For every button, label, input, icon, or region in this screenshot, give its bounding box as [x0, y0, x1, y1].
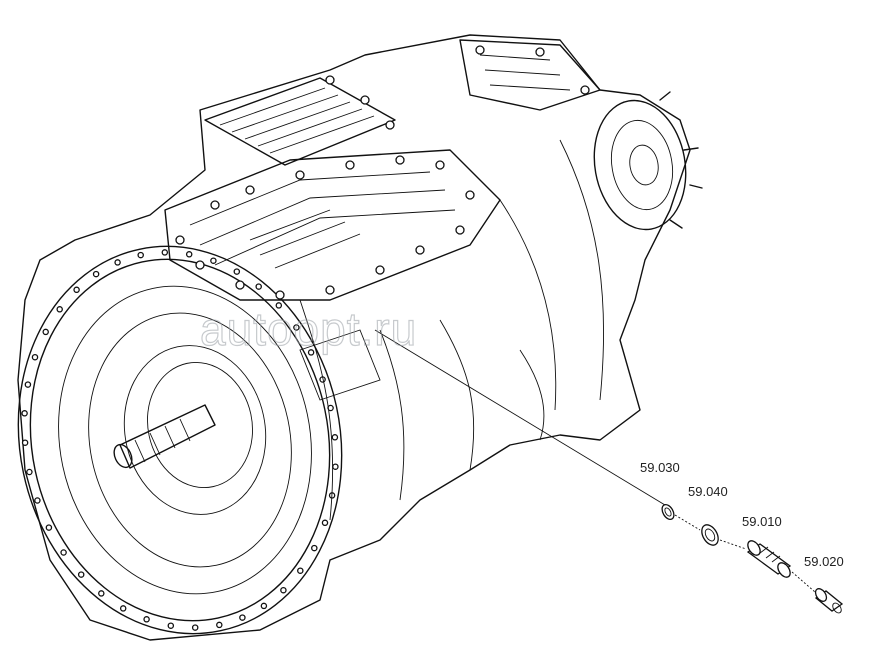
cover-bolt-head — [465, 190, 475, 200]
cover-bolt-head — [395, 155, 405, 165]
callout-59-030: 59.030 — [640, 460, 680, 475]
callout-59-020: 59.020 — [804, 554, 844, 569]
sealing-washer-icon — [701, 524, 719, 546]
bolt-head — [92, 270, 100, 278]
bolt-head — [26, 468, 33, 476]
cover-bolt-head — [435, 160, 445, 170]
bolt-head — [185, 251, 193, 258]
cover-bolt-head — [175, 235, 185, 245]
bolt-head — [77, 571, 85, 578]
bolt-head — [331, 434, 339, 441]
cover-bolt-head — [345, 160, 355, 170]
bolt-head — [161, 249, 169, 256]
bolt-head — [233, 268, 241, 275]
callout-59-040: 59.040 — [688, 484, 728, 499]
bolt-head — [307, 349, 315, 356]
cover-bolts — [175, 45, 590, 300]
threaded-sensor-icon — [746, 540, 792, 578]
bolt-head — [332, 463, 339, 470]
bolt-head — [239, 614, 246, 621]
bolt-head — [45, 524, 53, 531]
cover-bolt-head — [325, 75, 335, 85]
cover-bolt-head — [275, 290, 285, 300]
cover-bolt-head — [375, 265, 385, 275]
bolt-head — [321, 519, 329, 527]
bolt-head — [167, 622, 175, 629]
bolt-head — [56, 306, 63, 313]
bolt-head — [21, 410, 28, 417]
bolt-head — [73, 286, 80, 294]
cover-bolt-head — [325, 285, 335, 295]
bolt-head — [119, 605, 127, 612]
screw-plug-icon — [814, 588, 844, 614]
cover-bolt-head — [245, 185, 255, 195]
bolt-head — [191, 624, 199, 631]
bolt-head — [143, 616, 150, 623]
bolt-head — [293, 324, 300, 331]
transmission-assembly-drawing — [17, 34, 703, 641]
cover-bolt-head — [475, 45, 485, 55]
bolt-head — [260, 602, 268, 610]
cover-bolt-head — [360, 95, 370, 105]
cover-bolt-head — [385, 120, 395, 130]
bolt-head — [216, 621, 223, 629]
bolt-head — [42, 328, 49, 336]
bolt-head — [255, 283, 262, 290]
bolt-head — [275, 302, 283, 309]
bell-housing-bolts — [21, 249, 339, 631]
bolt-head — [21, 439, 29, 446]
o-ring-seal-icon — [661, 503, 675, 521]
bolt-head — [34, 497, 41, 504]
cover-bolt-head — [235, 280, 245, 290]
cover-bolt-head — [535, 47, 545, 57]
bolt-head — [114, 259, 121, 266]
bolt-head — [311, 544, 318, 552]
bolt-head — [210, 257, 217, 264]
cover-bolt-head — [455, 225, 465, 235]
cover-bolt-head — [210, 200, 220, 210]
bolt-head — [280, 586, 287, 594]
cover-bolt-head — [295, 170, 305, 180]
bolt-head — [137, 251, 144, 259]
bolt-head — [98, 590, 105, 597]
bolt-head — [24, 381, 32, 388]
callout-59-010: 59.010 — [742, 514, 782, 529]
bolt-head — [60, 549, 67, 556]
bolt-head — [31, 353, 39, 361]
cover-bolt-head — [415, 245, 425, 255]
cover-bolt-head — [580, 85, 590, 95]
bolt-head — [297, 567, 304, 574]
watermark: autoopt.ru — [200, 303, 417, 355]
cover-bolt-head — [195, 260, 205, 270]
